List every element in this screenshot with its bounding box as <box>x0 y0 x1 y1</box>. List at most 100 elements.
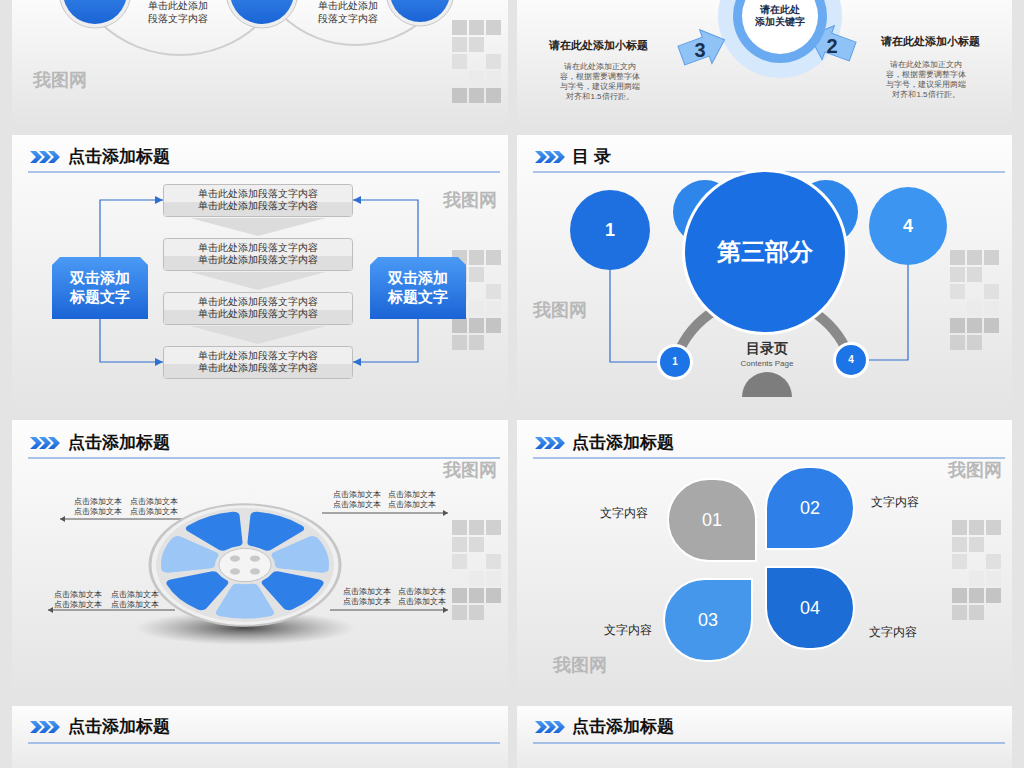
pixel-square <box>969 605 984 620</box>
text-label: 单击此处添加段落文字内容 <box>147 0 209 25</box>
text-label: 请在此处添加小标题 <box>881 35 980 49</box>
petal-shape <box>664 579 752 661</box>
number-circle: 4 <box>836 345 866 375</box>
connector <box>610 270 660 362</box>
pixel-square <box>469 88 484 103</box>
node-text-block: 1 <box>605 219 615 242</box>
leader-arrow <box>443 607 448 613</box>
bubble <box>230 0 294 24</box>
title-rule <box>533 743 1005 744</box>
pixel-square <box>469 20 484 35</box>
leader-line <box>330 610 448 611</box>
node-text-block: 单击此处添加段落文字内容 单击此处添加段落文字内容 <box>196 188 320 213</box>
text-label: 点击添加文本 <box>74 507 122 517</box>
text-label: 目录页 <box>746 340 788 358</box>
hub-bolt <box>250 555 260 561</box>
leader-arrow <box>48 607 53 613</box>
connector <box>100 319 163 362</box>
text-label: 请在此处添加小标题 <box>549 39 648 53</box>
wheel-segment <box>166 571 228 610</box>
pixel-square <box>969 520 984 535</box>
pixel-square <box>469 520 484 535</box>
pixel-square <box>469 605 484 620</box>
wheel <box>150 504 340 626</box>
node-text-block: 04 <box>800 597 820 620</box>
title-chevron <box>39 721 51 733</box>
node-text-block: 1 <box>672 356 678 369</box>
node-text-block: 4 <box>903 215 913 238</box>
pixel-square <box>486 20 501 35</box>
slide-title: 点击添加标题 <box>572 716 674 737</box>
title-box: 双击添加标题文字 <box>52 257 148 319</box>
bubble <box>63 0 127 24</box>
pixel-square <box>969 571 984 586</box>
slide-panel <box>517 706 1012 768</box>
node-text: 01 <box>702 509 722 532</box>
title-chevron <box>30 721 42 733</box>
node-text: 双击添加标题文字 <box>386 269 450 307</box>
slide-title: 点击添加标题 <box>68 716 170 737</box>
text-label: 点击添加文本 <box>343 597 391 607</box>
pixel-square <box>486 554 501 569</box>
text-bar-node: 单击此处添加段落文字内容 单击此处添加段落文字内容 <box>163 184 353 217</box>
title-chevron <box>30 151 42 163</box>
slide-panel <box>12 420 508 697</box>
pixel-square <box>452 318 467 333</box>
title-chevron <box>544 721 556 733</box>
title-chevron <box>48 437 60 449</box>
pixel-square <box>967 267 982 282</box>
number-circle: 1 <box>570 190 650 270</box>
text-label: 点击添加文本 <box>74 497 122 507</box>
node-text: 04 <box>800 597 820 620</box>
node-text: 1 <box>672 356 678 369</box>
node-text: 请在此处 添加关键字 <box>754 4 806 29</box>
pixel-square <box>486 250 501 265</box>
pixel-square <box>984 284 999 299</box>
node-text: 02 <box>800 497 820 520</box>
title-chevron <box>553 437 565 449</box>
circle-body <box>570 190 650 270</box>
petal-shape <box>766 467 854 549</box>
circle-body <box>685 172 845 332</box>
connector <box>100 200 163 257</box>
title-chevron <box>48 721 60 733</box>
slide-title: 目 录 <box>572 146 611 167</box>
watermark: 我图网 <box>553 654 607 677</box>
pixel-square <box>486 588 501 603</box>
pixel-square <box>984 250 999 265</box>
title-chevron <box>30 437 42 449</box>
pixel-square <box>986 554 1001 569</box>
flow-chevron <box>190 272 326 290</box>
node-text-block: 第三部分 <box>717 237 813 267</box>
title-chevron <box>39 437 51 449</box>
node-text: 第三部分 <box>717 237 813 267</box>
text-label: 点击添加文本 <box>398 587 446 597</box>
bubble <box>390 0 450 22</box>
pixel-square <box>469 250 484 265</box>
text-bar-node: 单击此处添加段落文字内容 单击此处添加段落文字内容 <box>163 238 353 271</box>
node-text-block: 双击添加标题文字 <box>68 269 132 307</box>
petal-shape <box>766 567 854 649</box>
watermark: 我图网 <box>948 459 1002 482</box>
text-label: 请在此处添加正文内容，根据需要调整字体与字号，建议采用两端对齐和1.5倍行距。 <box>557 62 643 102</box>
pixel-square <box>952 588 967 603</box>
text-bar-node: 单击此处添加段落文字内容 单击此处添加段落文字内容 <box>163 346 353 379</box>
wheel-face <box>156 508 334 622</box>
text-label: 2 <box>826 34 837 59</box>
node-text-block: 请在此处 添加关键字 <box>754 4 806 29</box>
text-label: 文字内容 <box>871 495 919 510</box>
node-text-block: 02 <box>800 497 820 520</box>
node-text-block: 01 <box>702 509 722 532</box>
text-label: 点击添加文本 <box>343 587 391 597</box>
pixel-square <box>486 301 501 316</box>
keyword-circle: 请在此处 添加关键字 <box>733 0 827 63</box>
pixel-square <box>486 520 501 535</box>
circle-body <box>660 347 690 377</box>
bubble-ring <box>386 0 454 26</box>
leader-arrow <box>60 516 65 522</box>
circle-ring <box>682 169 848 335</box>
pixel-square <box>469 301 484 316</box>
petal-node: 04 <box>766 567 854 649</box>
number-circle: 4 <box>869 187 947 265</box>
